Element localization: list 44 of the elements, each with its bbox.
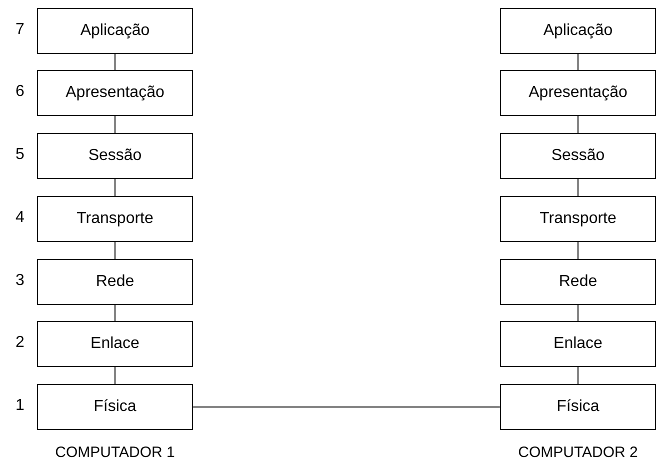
layer-name: Enlace: [90, 335, 140, 353]
layer-number: 7: [14, 21, 26, 39]
computer-caption: COMPUTADOR 1: [55, 444, 175, 461]
layer-box: [37, 259, 193, 305]
connector-line: [114, 116, 116, 134]
layer-box: [37, 321, 193, 367]
layer-number: 6: [14, 83, 26, 101]
connector-line: [114, 366, 116, 384]
layer-name: Aplicação: [80, 22, 150, 40]
layer-name: Rede: [558, 273, 598, 291]
layer-name: Sessão: [551, 147, 605, 165]
layer-number: 2: [14, 334, 26, 352]
layer-number: 3: [14, 272, 26, 290]
connector-line: [114, 304, 116, 322]
layer-box: [500, 8, 656, 54]
layer-name: Física: [94, 398, 136, 416]
layer-name: Sessão: [88, 147, 142, 165]
layer-box: [500, 321, 656, 367]
layer-box: [500, 70, 656, 116]
layer-box: [37, 196, 193, 242]
layer-name: Transporte: [540, 210, 616, 228]
layer-name: Enlace: [554, 335, 602, 353]
layer-box: [500, 384, 656, 430]
layer-box: [500, 133, 656, 179]
layer-number: 1: [14, 397, 26, 415]
layer-box: [500, 196, 656, 242]
layer-box: [37, 70, 193, 116]
layer-name: Apresentação: [528, 84, 628, 102]
layer-name: Física: [556, 398, 600, 416]
layer-name: Aplicação: [543, 22, 613, 40]
connector-line: [114, 54, 116, 70]
layer-box: [37, 384, 193, 430]
layer-name: Rede: [96, 273, 134, 291]
layer-box: [37, 8, 193, 54]
computer-caption: COMPUTADOR 2: [518, 444, 638, 461]
layer-box: [37, 133, 193, 179]
connector-line: [114, 242, 116, 260]
layer-number: 5: [14, 146, 26, 164]
connector-line: [192, 406, 500, 408]
layer-box: [500, 259, 656, 305]
connector-line: [114, 178, 116, 196]
layer-name: Apresentação: [66, 84, 164, 102]
layer-number: 4: [14, 209, 26, 227]
layer-name: Transporte: [76, 210, 154, 228]
